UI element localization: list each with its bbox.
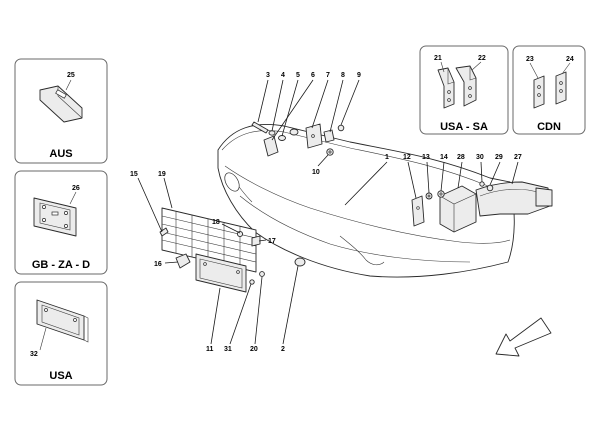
callout-20: 20 <box>250 346 258 353</box>
callout-15: 15 <box>130 171 138 178</box>
callout-8: 8 <box>341 72 345 79</box>
callout-27: 27 <box>514 154 522 161</box>
part-12-bracket[interactable] <box>411 195 425 227</box>
callout-2: 2 <box>281 346 285 353</box>
part-23-bracket-cdn[interactable] <box>533 75 545 109</box>
part-17-clip[interactable] <box>251 235 261 247</box>
part-26-plate-bracket-gb[interactable] <box>33 197 77 237</box>
callout-28: 28 <box>457 154 465 161</box>
callout-18: 18 <box>212 219 220 226</box>
callout-16: 16 <box>154 261 162 268</box>
callout-30: 30 <box>476 154 484 161</box>
callout-13: 13 <box>422 154 430 161</box>
inset-aus: 25 AUS <box>14 58 108 164</box>
part-21-bracket-usa-sa[interactable] <box>437 67 455 109</box>
callout-14: 14 <box>440 154 448 161</box>
callout-25: 25 <box>67 72 75 79</box>
region-label-usa-sa: USA - SA <box>440 121 488 133</box>
part-15-screw[interactable] <box>159 227 169 237</box>
inset-usa-sa: 21 22 USA - SA <box>419 45 509 135</box>
callout-11: 11 <box>206 346 214 353</box>
callout-31: 31 <box>224 346 232 353</box>
part-5-spacer[interactable] <box>278 135 286 141</box>
callout-17: 17 <box>268 238 276 245</box>
region-label-aus: AUS <box>49 148 72 160</box>
inset-usa: 32 USA <box>14 281 108 386</box>
callout-26: 26 <box>72 185 80 192</box>
part-30-screw[interactable] <box>479 181 485 187</box>
part-4-washer[interactable] <box>268 130 276 136</box>
part-13-washer[interactable] <box>425 192 433 200</box>
part-2-plug[interactable] <box>294 257 306 267</box>
callout-32: 32 <box>30 351 38 358</box>
part-9-nut[interactable] <box>337 124 345 132</box>
part-25-plate-bracket-aus[interactable] <box>39 85 83 123</box>
part-8-clip[interactable] <box>323 129 335 143</box>
region-label-usa: USA <box>49 370 72 382</box>
callout-4: 4 <box>281 72 285 79</box>
region-label-gb-za-d: GB - ZA - D <box>32 259 90 271</box>
callout-29: 29 <box>495 154 503 161</box>
part-6-bracket[interactable] <box>263 135 279 157</box>
callout-7: 7 <box>326 72 330 79</box>
part-31-screw[interactable] <box>249 279 255 285</box>
callout-6: 6 <box>311 72 315 79</box>
part-27-air-duct[interactable] <box>475 181 553 217</box>
front-direction-arrow <box>495 317 552 357</box>
part-28-air-duct[interactable] <box>439 185 477 233</box>
callout-5: 5 <box>296 72 300 79</box>
part-20-screw[interactable] <box>259 271 265 277</box>
callout-1: 1 <box>385 154 389 161</box>
part-11-plate-holder[interactable] <box>195 253 247 293</box>
part-29-washer[interactable] <box>486 184 494 192</box>
part-1-bumper-shell[interactable] <box>217 124 515 278</box>
callout-23: 23 <box>526 56 534 63</box>
callout-19: 19 <box>158 171 166 178</box>
callout-9: 9 <box>357 72 361 79</box>
part-22-bracket-usa-sa[interactable] <box>455 65 477 107</box>
part-3-bolt[interactable] <box>251 121 269 134</box>
callout-12: 12 <box>403 154 411 161</box>
leader-lines <box>137 79 519 345</box>
callout-10: 10 <box>312 169 320 176</box>
grommet <box>289 128 299 136</box>
part-16-clip[interactable] <box>175 253 191 269</box>
callout-3: 3 <box>266 72 270 79</box>
region-label-cdn: CDN <box>537 121 561 133</box>
inset-gb-za-d: 26 GB - ZA - D <box>14 170 108 275</box>
part-24-bracket-cdn[interactable] <box>555 71 567 105</box>
part-10-nut[interactable] <box>326 148 334 156</box>
callout-24: 24 <box>566 56 574 63</box>
inset-cdn: 23 24 CDN <box>512 45 586 135</box>
part-14-washer[interactable] <box>437 190 445 198</box>
part-32-plate-frame-usa[interactable] <box>36 299 89 343</box>
callout-22: 22 <box>478 55 486 62</box>
part-7-bracket[interactable] <box>305 123 323 149</box>
callout-21: 21 <box>434 55 442 62</box>
